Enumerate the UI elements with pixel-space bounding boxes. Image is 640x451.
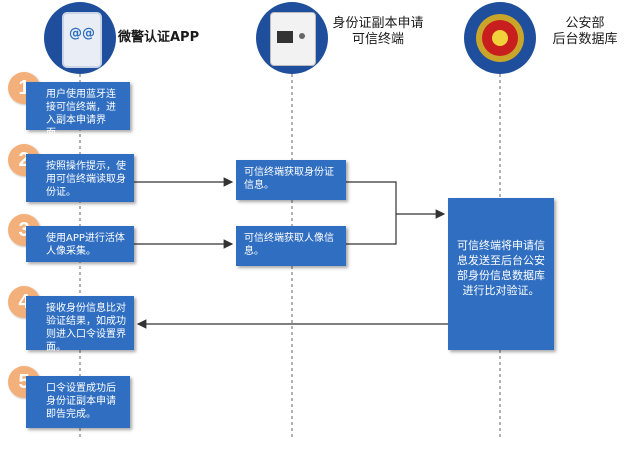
app-icon: @@: [44, 2, 116, 74]
phone-icon: @@: [62, 12, 102, 68]
header-app: 微警认证APP: [118, 30, 200, 45]
police-box: 可信终端将申请信息发送至后台公安部身份信息数据库进行比对验证。: [448, 198, 554, 350]
connector-terminal1-merge: [346, 181, 397, 214]
step-5-box: 口令设置成功后身份证副本申请即告完成。: [26, 376, 130, 428]
step-2-box: 按照操作提示，使用可信终端读取身份证。: [26, 154, 134, 202]
header-police: 公安部 后台数据库: [552, 16, 618, 47]
step-3-box: 使用APP进行活体人像采集。: [26, 226, 134, 262]
step-1-box: 用户使用蓝牙连接可信终端，进入副本申请界面。: [26, 82, 130, 139]
connector-terminal2-merge: [346, 214, 397, 245]
police-emblem-icon: [464, 2, 536, 74]
header-terminal: 身份证副本申请 可信终端: [332, 16, 424, 47]
terminal-box-portrait-info: 可信终端获取人像信息。: [236, 226, 346, 266]
device-icon: [270, 12, 316, 66]
terminal-icon: [256, 2, 328, 74]
terminal-box-id-info: 可信终端获取身份证信息。: [236, 160, 346, 200]
app-icon-text: @@: [69, 26, 95, 41]
step-4-box: 接收身份信息比对验证结果，如成功则进入口令设置界面。: [26, 296, 134, 353]
